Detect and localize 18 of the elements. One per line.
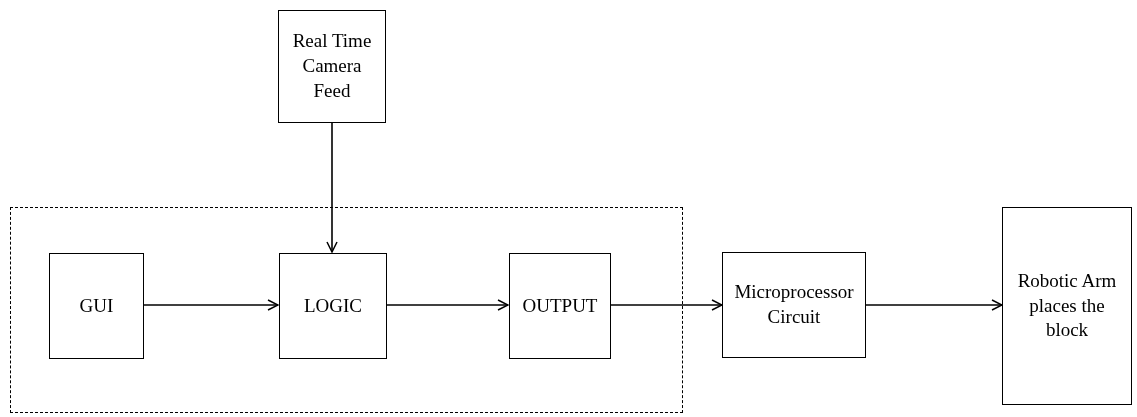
arrow [326,122,338,253]
box-label: Real Time Camera Feed [291,29,373,103]
box-label: Microprocessor Circuit [733,280,855,329]
box-label: GUI [79,293,114,318]
arrow [609,299,723,311]
box-label: LOGIC [303,293,363,318]
box-label: Robotic Arm places the block [1016,268,1118,343]
process-box [278,10,386,123]
process-box [1002,207,1132,405]
process-box [279,253,387,359]
box-label: OUTPUT [522,293,598,318]
process-box [49,253,144,359]
dashed-group-box [10,207,683,413]
arrow [385,299,509,311]
arrow [865,299,1003,311]
process-box [722,252,866,358]
arrow [142,299,279,311]
process-box [509,253,611,359]
